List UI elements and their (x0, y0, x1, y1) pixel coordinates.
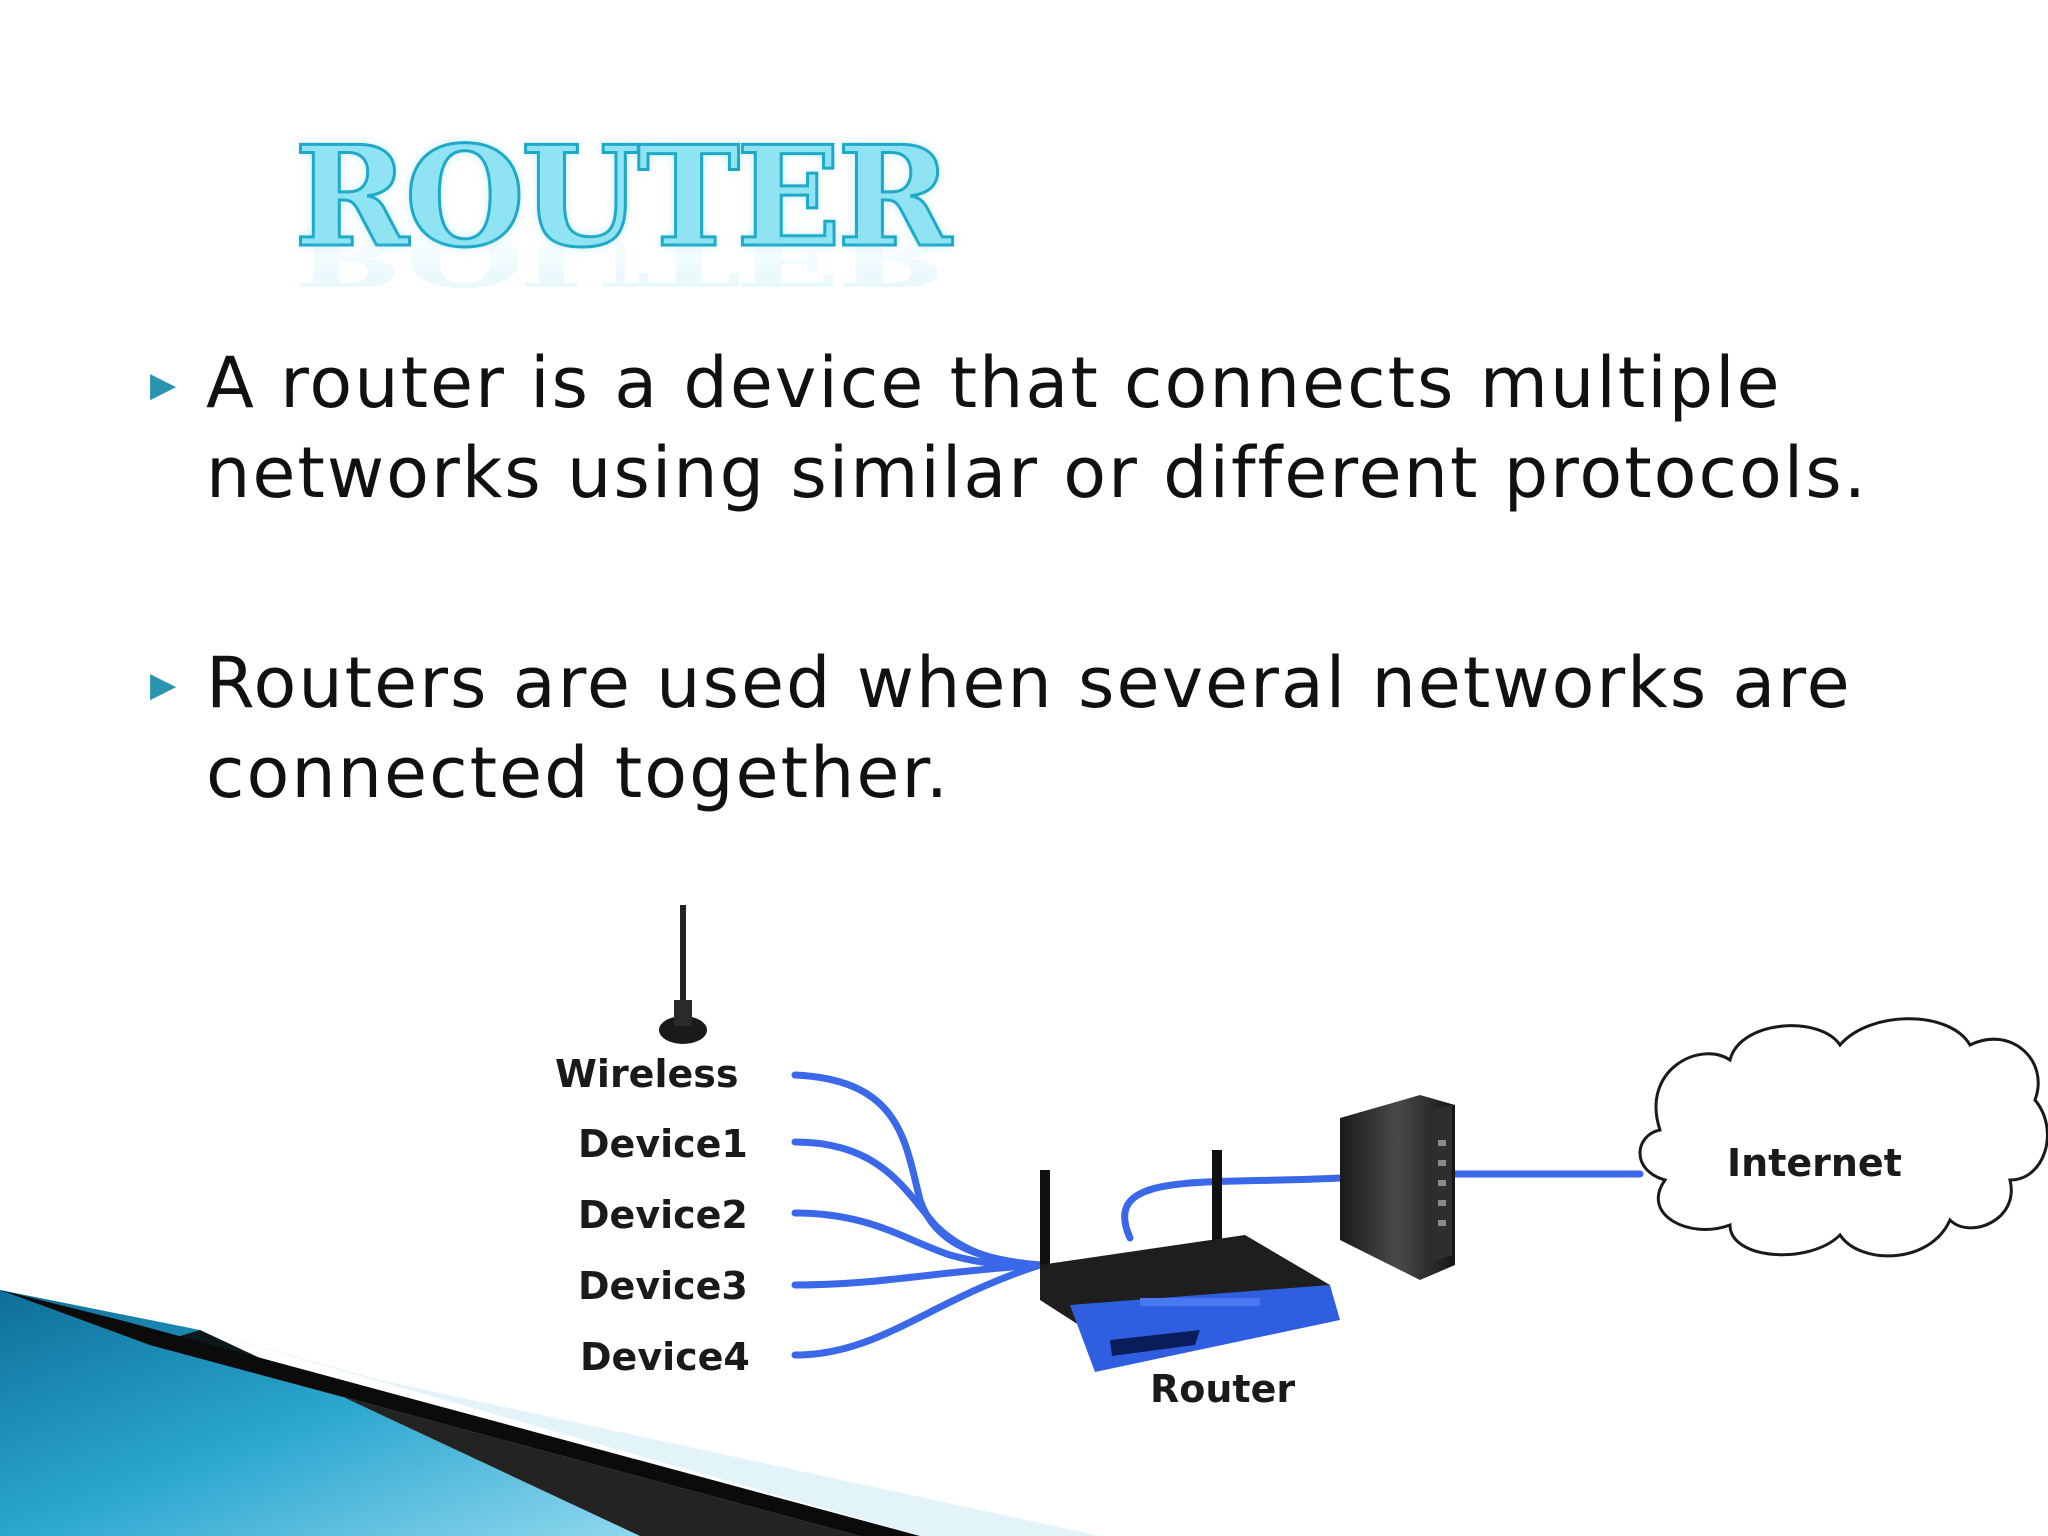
bullet-text: Routers are used when several networks a… (206, 642, 1852, 814)
bullet-item: ▶ Routers are used when several networks… (150, 638, 1990, 818)
device-label: Device4 (580, 1335, 750, 1379)
decorative-wedge (0, 1290, 1100, 1536)
device-label: Wireless (555, 1052, 739, 1096)
router-icon (1040, 1150, 1340, 1372)
cloud-icon (1638, 1017, 2048, 1258)
device-label: Device3 (578, 1264, 748, 1308)
triangle-bullet-icon: ▶ (150, 365, 177, 405)
device-label: Device1 (578, 1122, 748, 1166)
router-label: Router (1150, 1367, 1295, 1411)
bullet-item: ▶ A router is a device that connects mul… (150, 338, 1990, 518)
modem-icon (1340, 1095, 1455, 1280)
device-label: Device2 (578, 1193, 748, 1237)
slide-title: ROUTER (293, 115, 954, 278)
triangle-bullet-icon: ▶ (150, 665, 177, 705)
device-cables (791, 1071, 1644, 1359)
internet-label: Internet (1727, 1141, 1902, 1185)
antenna-icon (659, 905, 707, 1044)
bullet-text: A router is a device that connects multi… (206, 342, 1868, 514)
